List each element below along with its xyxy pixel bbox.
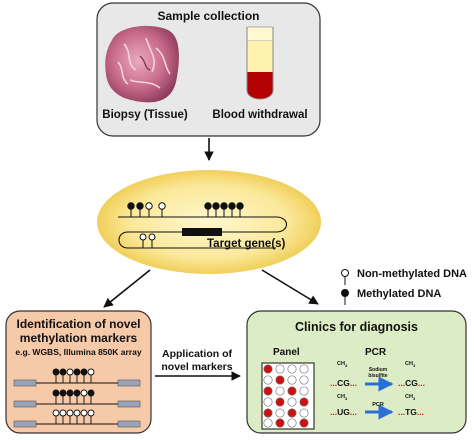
pcr-label: PCR bbox=[365, 347, 387, 358]
ch3-label-1: CH3 bbox=[337, 361, 348, 369]
seq-before-2: ...UG... bbox=[330, 407, 357, 417]
seq-before-1: ...CG... bbox=[330, 378, 357, 388]
identification-title-line1: Identification of novel bbox=[16, 317, 141, 331]
application-line2: novel markers bbox=[161, 361, 233, 373]
target-gene-bar bbox=[182, 228, 222, 236]
ch3-label-3: CH3 bbox=[337, 394, 348, 402]
marker-gene-rows bbox=[13, 379, 141, 428]
clinics-title: Clinics for diagnosis bbox=[295, 320, 418, 334]
arrow-to-clinics bbox=[261, 269, 319, 305]
panel-label: Panel bbox=[273, 347, 300, 358]
seq-after-2: ...TG... bbox=[398, 407, 424, 417]
identification-title-line2: methylation markers bbox=[19, 331, 138, 345]
panel-grid bbox=[261, 362, 315, 430]
ch3-label-2: CH3 bbox=[405, 361, 416, 369]
seq-after-1: ...CG... bbox=[398, 378, 425, 388]
bisulfite-label-line1: Sodium bbox=[368, 367, 388, 373]
legend-methylated-icon bbox=[341, 289, 349, 305]
identification-subtitle: e.g. WGBS, Illumina 850K array bbox=[15, 347, 142, 357]
target-gene-ellipse bbox=[97, 170, 321, 274]
legend-non-methylated-icon bbox=[341, 269, 349, 285]
legend-methylated-label: Methylated DNA bbox=[357, 288, 442, 300]
blood-tube-image bbox=[246, 26, 274, 100]
application-line1: Application of bbox=[162, 348, 232, 360]
marker-lollipops bbox=[52, 368, 95, 424]
blood-withdrawal-label: Blood withdrawal bbox=[212, 109, 308, 121]
arrow-to-identification bbox=[103, 269, 151, 308]
pcr-arrow-label: PCR bbox=[372, 402, 384, 408]
bisulfite-label-line2: bisulfite bbox=[368, 373, 388, 379]
ch3-label-4: CH3 bbox=[405, 394, 416, 402]
biopsy-label: Biopsy (Tissue) bbox=[102, 109, 188, 121]
legend-non-methylated-label: Non-methylated DNA bbox=[357, 268, 468, 280]
dna-lollipops bbox=[127, 202, 244, 248]
sample-collection-title: Sample collection bbox=[157, 9, 260, 23]
target-gene-label: Target gene(s) bbox=[207, 238, 286, 250]
tissue-image bbox=[105, 25, 179, 103]
